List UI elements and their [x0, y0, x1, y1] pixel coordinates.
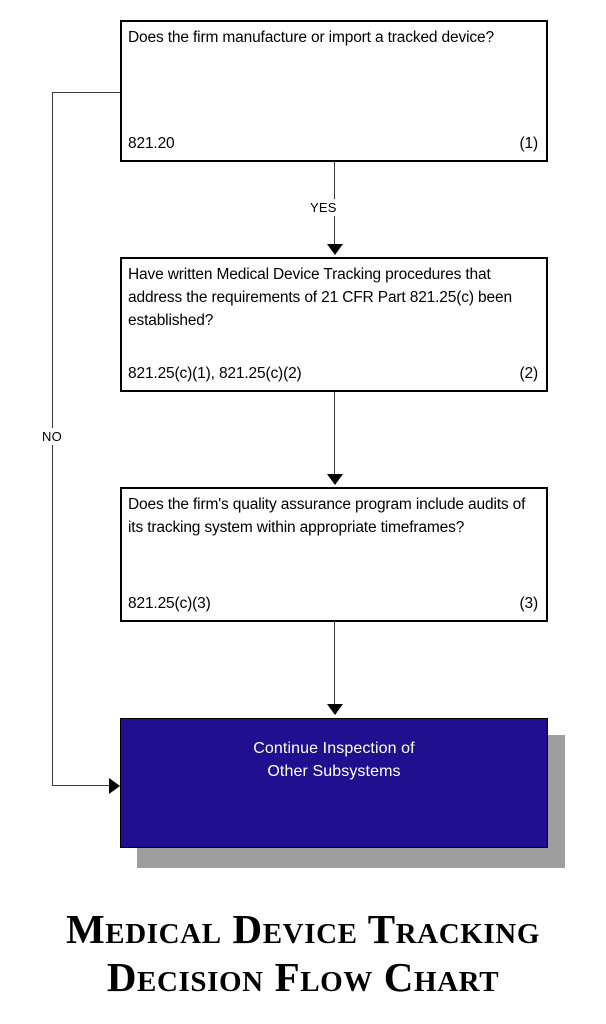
page-title-line-1: Medical Device Tracking: [65, 906, 541, 952]
decision-box-3-question: Does the firm's quality assurance progra…: [128, 496, 526, 536]
decision-box-1-number: (1): [519, 135, 539, 153]
decision-box-3-number: (3): [519, 595, 539, 613]
decision-box-3-citation: 821.25(c)(3): [128, 595, 211, 613]
decision-box-1-footer: 821.20 (1): [128, 135, 538, 154]
decision-box-2-number: (2): [519, 365, 539, 383]
edge-label-yes: YES: [307, 199, 340, 216]
arrowhead-no-into-terminal: [109, 778, 120, 794]
decision-box-1-citation: 821.20: [128, 135, 175, 153]
decision-box-3[interactable]: Does the firm's quality assurance progra…: [120, 487, 548, 622]
terminal-box-label: Continue Inspection of Other Subsystems: [253, 738, 414, 783]
arrowhead-into-box-2: [327, 244, 343, 255]
page-title-line-2: Decision Flow Chart: [106, 954, 500, 1001]
decision-box-3-footer: 821.25(c)(3) (3): [128, 595, 538, 614]
decision-box-2-footer: 821.25(c)(1), 821.25(c)(2) (2): [128, 365, 538, 384]
decision-box-1-question: Does the firm manufacture or import a tr…: [128, 29, 494, 46]
decision-box-2[interactable]: Have written Medical Device Tracking pro…: [120, 257, 548, 392]
page-title: Medical Device Tracking Decision Flow Ch…: [0, 905, 606, 1002]
decision-box-2-citation: 821.25(c)(1), 821.25(c)(2): [128, 365, 302, 383]
arrowhead-into-box-3: [327, 474, 343, 485]
edge-label-no: NO: [39, 428, 65, 445]
arrowhead-into-terminal: [327, 704, 343, 715]
terminal-label-line-1: Continue Inspection of: [253, 740, 415, 758]
connector-2-to-3: [334, 392, 335, 476]
connector-no-horizontal-bottom: [52, 785, 110, 786]
terminal-box-continue-inspection[interactable]: Continue Inspection of Other Subsystems: [120, 718, 548, 848]
connector-3-to-terminal: [334, 622, 335, 706]
terminal-label-line-2: Other Subsystems: [267, 763, 401, 780]
decision-box-2-question: Have written Medical Device Tracking pro…: [128, 266, 512, 329]
decision-box-1[interactable]: Does the firm manufacture or import a tr…: [120, 20, 548, 162]
connector-no-horizontal-top: [52, 92, 121, 93]
